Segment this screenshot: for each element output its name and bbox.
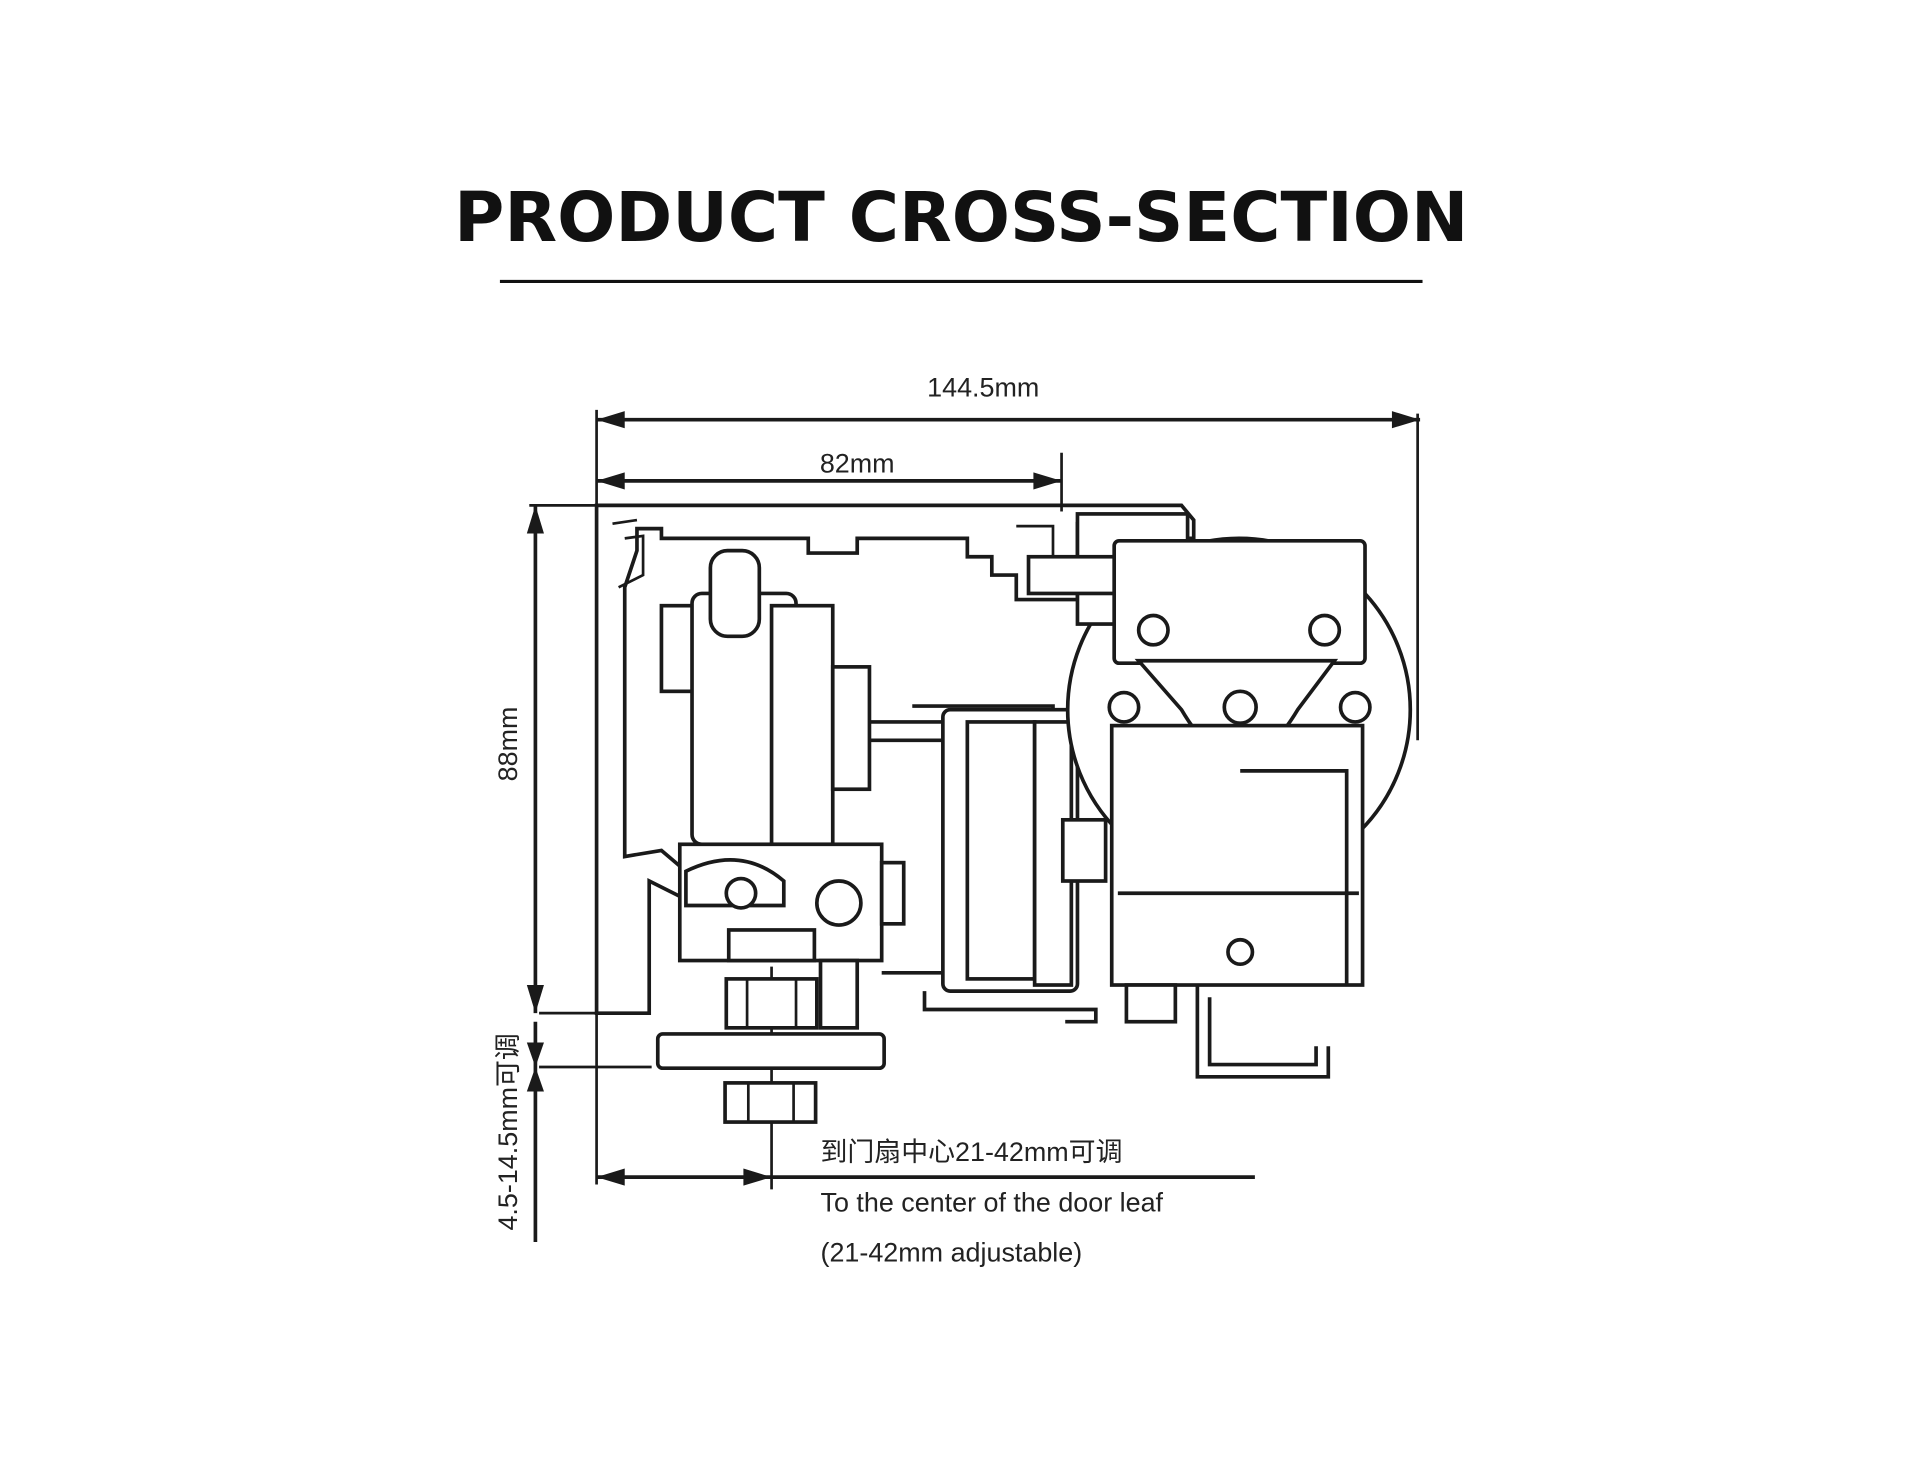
- adjust-height-label: 4.5-14.5mm可调: [493, 1033, 523, 1230]
- dimension-door-leaf-center: 到门扇中心21-42mm可调 To the center of the door…: [596, 966, 1255, 1268]
- overall-width-label: 144.5mm: [927, 372, 1039, 402]
- dimension-height: 88mm: [493, 504, 597, 1014]
- annotation-zh: 到门扇中心21-42mm可调: [821, 1137, 1123, 1167]
- pulley-bracket: [1026, 512, 1413, 1079]
- dimension-track-width: 82mm: [596, 448, 1063, 512]
- track-width-label: 82mm: [820, 448, 895, 478]
- annotation-en-line2: (21-42mm adjustable): [821, 1238, 1083, 1268]
- motor-gear-assembly: [869, 704, 1108, 1024]
- roller-assembly: [655, 548, 906, 1124]
- height-label: 88mm: [493, 707, 523, 782]
- dimension-adjust-height: 4.5-14.5mm可调: [493, 1011, 652, 1242]
- page-title: PRODUCT CROSS-SECTION: [454, 178, 1468, 258]
- dimension-overall-width: 144.5mm: [595, 372, 1421, 1185]
- annotation-en-line1: To the center of the door leaf: [821, 1187, 1164, 1217]
